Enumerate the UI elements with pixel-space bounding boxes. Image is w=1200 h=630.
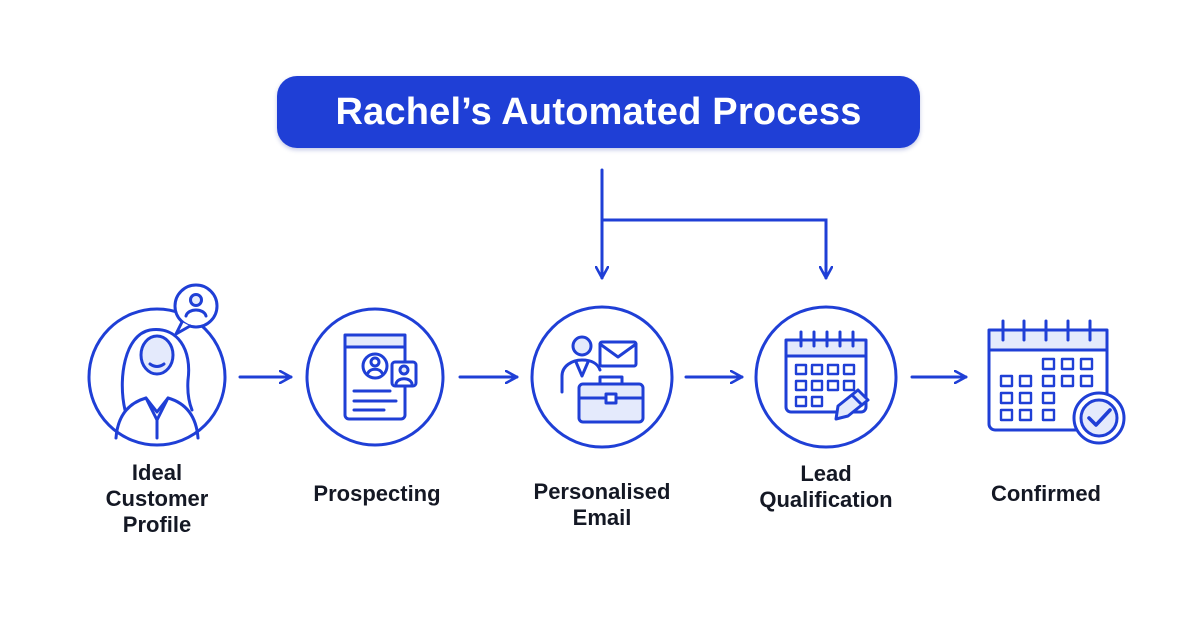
calendar-pen-icon xyxy=(754,305,898,449)
title-branch-connector xyxy=(602,168,826,280)
prospect-card-icon xyxy=(305,307,445,447)
step-label-confirmed: Confirmed xyxy=(991,481,1101,506)
step-label-personalised-email: Personalised Email xyxy=(533,479,671,530)
calendar-check-icon xyxy=(987,319,1126,445)
step-label-lead-qualification: Lead Qualification xyxy=(759,461,893,512)
email-briefcase-icon xyxy=(530,305,674,449)
process-title-pill: Rachel’s Automated Process xyxy=(277,76,920,148)
customer-profile-icon xyxy=(87,283,227,447)
process-title: Rachel’s Automated Process xyxy=(335,90,862,133)
step-label-ideal-customer-profile: Ideal Customer Profile xyxy=(105,460,209,537)
step-label-prospecting: Prospecting xyxy=(313,481,441,506)
